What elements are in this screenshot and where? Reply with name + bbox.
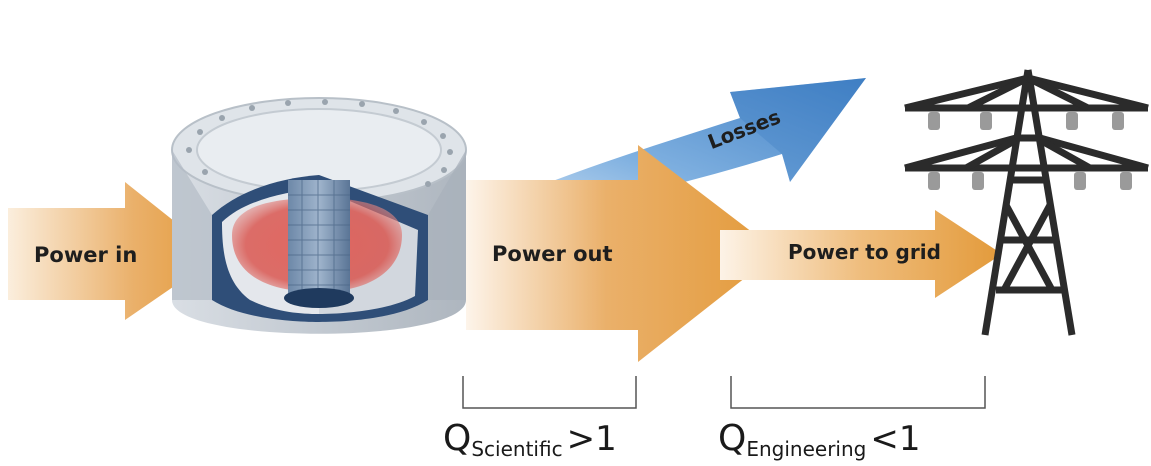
q-scientific-relation: >1	[566, 419, 617, 459]
q-engineering-symbol: Q	[718, 418, 747, 459]
q-engineering-subscript: Engineering	[746, 437, 867, 461]
rim-bolts	[186, 99, 453, 187]
q-scientific-symbol: Q	[443, 418, 472, 459]
q-engineering-relation: <1	[870, 419, 921, 459]
q-scientific-label: QScientific>1	[443, 418, 617, 461]
power-to-grid-label: Power to grid	[788, 240, 941, 264]
tokamak-reactor	[171, 97, 467, 334]
scientific-bracket	[462, 376, 637, 409]
q-scientific-subscript: Scientific	[471, 437, 563, 461]
engineering-bracket	[730, 376, 986, 409]
insulators	[928, 112, 1132, 190]
power-to-grid-arrow	[720, 210, 1002, 298]
transmission-tower	[904, 69, 1149, 336]
solenoid-grid	[288, 180, 350, 298]
power-in-arrow	[8, 182, 218, 320]
q-engineering-label: QEngineering<1	[718, 418, 921, 461]
power-in-label: Power in	[34, 243, 138, 267]
power-out-label: Power out	[492, 242, 613, 266]
power-out-arrow	[466, 145, 778, 362]
